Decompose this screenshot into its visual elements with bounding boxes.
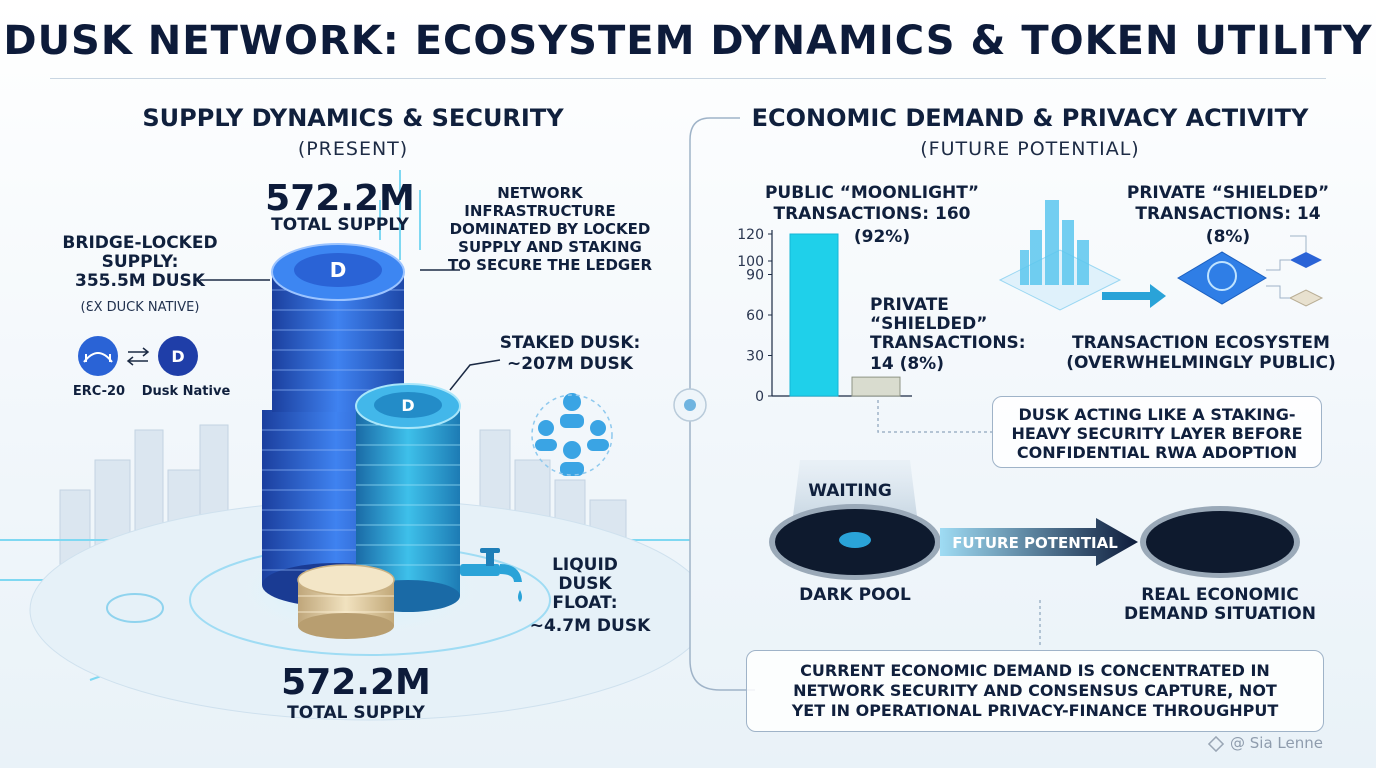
real-demand-line2: DEMAND SITUATION (1124, 604, 1316, 624)
bridge-locked-line1: BRIDGE-LOCKED (62, 233, 218, 253)
flow-arrow-icon (1102, 284, 1166, 308)
ecosystem-line2: (OVERWHELMINGLY PUBLIC) (1066, 353, 1336, 373)
total-supply-top-label: TOTAL SUPPLY (271, 215, 409, 235)
conclusion-connector (1039, 600, 1041, 648)
watermark-text: @ Sia Lenne (1230, 734, 1323, 752)
staked-line1: STAKED DUSK: (499, 333, 641, 353)
private-chart-line2: “SHIELDED” (870, 314, 988, 334)
dusk-logo-icon-small: D (401, 396, 414, 415)
y-tick-label: 60 (746, 308, 764, 324)
liquid-line4: ~4.7M DUSK (529, 616, 651, 636)
private-top-line1: PRIVATE “SHIELDED” (1126, 183, 1330, 203)
shielded-vault-icon (1177, 251, 1267, 305)
dusk-native-label: Dusk Native (141, 384, 231, 399)
infra-line3: DOMINATED BY LOCKED (449, 220, 651, 238)
liquid-line3: FLOAT: (552, 593, 618, 613)
city-platform (998, 249, 1122, 311)
public-city-icon (1020, 200, 1089, 285)
real-demand-pool-icon (1146, 511, 1294, 573)
conclusion-box: CURRENT ECONOMIC DEMAND IS CONCENTRATED … (746, 650, 1324, 732)
private-chart-line4: 14 (8%) (870, 354, 944, 374)
private-node-icon-2 (1288, 289, 1324, 307)
staking-box-line3: CONFIDENTIAL RWA ADOPTION (1016, 443, 1298, 462)
page-title: DUSK NETWORK: ECOSYSTEM DYNAMICS & TOKEN… (3, 18, 1373, 64)
y-tick-label: 100 (737, 254, 764, 270)
private-chart-line1: PRIVATE (870, 295, 949, 315)
waiting-label: WAITING (808, 481, 892, 501)
bridge-icon (78, 336, 118, 376)
public-label-line3: (92%) (853, 227, 911, 247)
bridge-locked-line2: SUPPLY: (101, 252, 179, 272)
future-potential-label: FUTURE POTENTIAL (952, 534, 1118, 552)
watermark-diamond-icon (1206, 734, 1226, 758)
transaction-ecosystem-graphic (998, 200, 1324, 311)
y-tick-label: 90 (746, 268, 764, 284)
private-top-line3: (8%) (1205, 227, 1251, 247)
staking-security-callout: DUSK ACTING LIKE A STAKING- HEAVY SECURI… (992, 396, 1322, 468)
staking-box-line2: HEAVY SECURITY LAYER BEFORE (1011, 424, 1303, 443)
total-supply-bottom-value: 572.2M (281, 662, 431, 703)
private-shielded-bar (851, 376, 901, 397)
liquid-coin-stack (297, 564, 395, 639)
public-moonlight-bar (789, 233, 839, 397)
svg-text:D: D (171, 347, 184, 366)
total-supply-bottom-label: TOTAL SUPPLY (287, 703, 425, 723)
right-panel-bracket (673, 117, 755, 691)
staked-line2: ~207M DUSK (507, 354, 633, 374)
y-tick-label: 120 (737, 227, 764, 243)
supply-illustration: D D (0, 170, 690, 721)
liquid-line2: DUSK (558, 574, 612, 594)
y-tick-label: 0 (755, 389, 764, 405)
private-top-line2: TRANSACTIONS: 14 (1135, 204, 1321, 224)
conclusion-line3: YET IN OPERATIONAL PRIVACY-FINANCE THROU… (791, 701, 1279, 720)
future-potential-arrow (940, 518, 1138, 566)
public-label-line2: TRANSACTIONS: 160 (773, 204, 971, 224)
bridge-swap-graphic: D (78, 336, 198, 376)
leader-lines (200, 269, 501, 391)
faucet-icon (460, 548, 522, 602)
y-tick-label: 30 (746, 349, 764, 365)
left-subheading: (PRESENT) (297, 138, 409, 160)
community-icon (531, 393, 613, 476)
dark-pool-label: DARK POOL (799, 585, 911, 605)
title-divider (50, 78, 1326, 79)
infra-line4: SUPPLY AND STAKING (458, 238, 642, 256)
public-label-line1: PUBLIC “MOONLIGHT” (764, 183, 980, 203)
total-supply-top-value: 572.2M (265, 178, 415, 219)
infra-line1: NETWORK (497, 184, 583, 202)
dusk-logo-icon: D (330, 258, 347, 282)
waiting-token-icon (839, 532, 871, 548)
right-subheading: (FUTURE POTENTIAL) (920, 138, 1140, 160)
infra-line5: TO SECURE THE LEDGER (447, 256, 653, 274)
right-heading: ECONOMIC DEMAND & PRIVACY ACTIVITY (751, 104, 1309, 132)
private-node-icon (1290, 252, 1322, 268)
infra-line2: INFRASTRUCTURE (464, 202, 616, 220)
staked-coin-stack (355, 383, 461, 612)
bridge-locked-line3: 355.5M DUSK (75, 271, 205, 291)
conclusion-line1: CURRENT ECONOMIC DEMAND IS CONCENTRATED … (800, 661, 1270, 680)
conclusion-line2: NETWORK SECURITY AND CONSENSUS CAPTURE, … (793, 681, 1277, 700)
dusk-native-icon (158, 336, 198, 376)
liquid-line1: LIQUID (552, 555, 618, 575)
real-demand-line1: REAL ECONOMIC (1141, 585, 1299, 605)
private-chart-line3: TRANSACTIONS: (870, 333, 1026, 353)
ecosystem-line1: TRANSACTION ECOSYSTEM (1072, 333, 1330, 353)
left-heading: SUPPLY DYNAMICS & SECURITY (142, 104, 564, 132)
dark-pool-graphic (769, 460, 1300, 580)
swap-arrows-icon (126, 347, 150, 366)
gauge-icon (106, 593, 164, 623)
erc20-label: ERC-20 (72, 384, 126, 399)
staking-box-line1: DUSK ACTING LIKE A STAKING- (1018, 405, 1296, 424)
chart-to-box-connector (877, 400, 992, 433)
bridge-locked-note: (ƐX DUCK NATIVE) (80, 300, 200, 315)
